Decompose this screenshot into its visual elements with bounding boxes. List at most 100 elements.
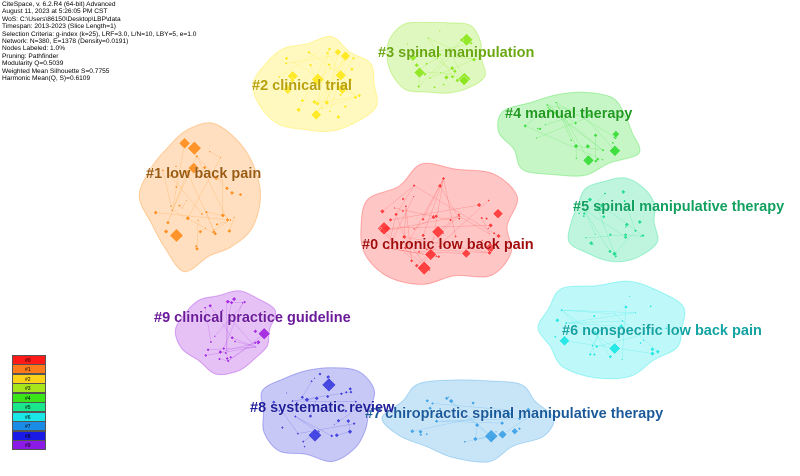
network-node[interactable] bbox=[590, 343, 595, 348]
network-node[interactable] bbox=[344, 390, 349, 395]
network-node[interactable] bbox=[285, 391, 288, 395]
network-node[interactable] bbox=[593, 132, 599, 138]
network-node[interactable] bbox=[325, 50, 330, 56]
cluster-label-1[interactable]: #1 low back pain bbox=[146, 166, 262, 183]
network-node[interactable] bbox=[499, 420, 505, 426]
network-node[interactable] bbox=[425, 247, 429, 252]
network-node[interactable] bbox=[584, 143, 591, 150]
network-node[interactable] bbox=[323, 99, 330, 106]
network-node[interactable] bbox=[412, 183, 417, 188]
network-node[interactable] bbox=[221, 346, 226, 351]
network-node[interactable] bbox=[335, 69, 347, 82]
network-node[interactable] bbox=[623, 232, 628, 238]
network-node[interactable] bbox=[424, 398, 430, 404]
network-node[interactable] bbox=[307, 428, 323, 443]
network-node[interactable] bbox=[476, 202, 482, 208]
cluster-label-2[interactable]: #2 clinical trial bbox=[252, 78, 353, 95]
network-node[interactable] bbox=[492, 231, 497, 236]
network-node[interactable] bbox=[431, 225, 445, 239]
network-node[interactable] bbox=[277, 409, 281, 413]
network-node[interactable] bbox=[224, 185, 230, 191]
network-node[interactable] bbox=[624, 221, 630, 228]
network-node[interactable] bbox=[349, 66, 355, 72]
network-node[interactable] bbox=[442, 82, 446, 87]
network-node[interactable] bbox=[472, 436, 479, 442]
network-node[interactable] bbox=[289, 77, 296, 84]
network-node[interactable] bbox=[584, 236, 588, 240]
network-node[interactable] bbox=[221, 178, 224, 182]
network-node[interactable] bbox=[306, 50, 312, 55]
cluster-label-9[interactable]: #9 clinical practice guideline bbox=[154, 310, 351, 327]
network-node[interactable] bbox=[581, 214, 586, 218]
network-node[interactable] bbox=[535, 136, 539, 140]
network-node[interactable] bbox=[170, 208, 174, 212]
network-node[interactable] bbox=[345, 418, 351, 424]
network-node[interactable] bbox=[637, 219, 643, 225]
network-node[interactable] bbox=[458, 75, 470, 86]
network-node[interactable] bbox=[314, 52, 318, 55]
network-node[interactable] bbox=[428, 76, 432, 80]
cluster-hull-9[interactable] bbox=[174, 290, 277, 376]
network-node[interactable] bbox=[439, 71, 443, 75]
network-node[interactable] bbox=[601, 148, 605, 153]
network-node[interactable] bbox=[219, 156, 223, 160]
network-node[interactable] bbox=[328, 109, 332, 114]
network-node[interactable] bbox=[545, 103, 550, 107]
network-node[interactable] bbox=[280, 409, 284, 414]
network-node[interactable] bbox=[601, 158, 605, 162]
network-node[interactable] bbox=[546, 106, 550, 110]
network-node[interactable] bbox=[607, 248, 613, 254]
network-node[interactable] bbox=[487, 198, 491, 203]
network-node[interactable] bbox=[212, 231, 218, 237]
network-node[interactable] bbox=[204, 210, 209, 215]
network-node[interactable] bbox=[522, 123, 528, 129]
network-node[interactable] bbox=[620, 319, 625, 323]
network-node[interactable] bbox=[463, 440, 467, 444]
network-node[interactable] bbox=[580, 111, 585, 116]
network-node[interactable] bbox=[618, 323, 625, 330]
network-node[interactable] bbox=[196, 218, 200, 222]
network-node[interactable] bbox=[215, 222, 220, 227]
network-node[interactable] bbox=[484, 242, 496, 254]
network-node[interactable] bbox=[377, 221, 391, 236]
network-node[interactable] bbox=[611, 250, 618, 257]
network-node[interactable] bbox=[232, 215, 236, 219]
network-node[interactable] bbox=[187, 141, 202, 156]
network-node[interactable] bbox=[601, 114, 606, 119]
network-node[interactable] bbox=[488, 232, 491, 236]
cluster-label-7[interactable]: #7 chiropractic spinal manipulative ther… bbox=[365, 406, 664, 423]
network-node[interactable] bbox=[427, 405, 433, 411]
network-node[interactable] bbox=[185, 199, 188, 202]
network-node[interactable] bbox=[433, 213, 439, 219]
network-node[interactable] bbox=[649, 346, 655, 352]
network-node[interactable] bbox=[530, 413, 534, 417]
network-node[interactable] bbox=[546, 107, 553, 113]
network-node[interactable] bbox=[336, 418, 341, 424]
network-node[interactable] bbox=[161, 168, 165, 173]
network-node[interactable] bbox=[608, 342, 621, 355]
network-node[interactable] bbox=[233, 339, 237, 344]
network-node[interactable] bbox=[492, 208, 504, 220]
network-node[interactable] bbox=[459, 37, 464, 43]
network-node[interactable] bbox=[347, 77, 354, 83]
network-node[interactable] bbox=[506, 411, 513, 417]
cluster-label-6[interactable]: #6 nonspecific low back pain bbox=[562, 323, 762, 340]
network-node[interactable] bbox=[593, 158, 598, 164]
network-node[interactable] bbox=[430, 401, 435, 406]
network-node[interactable] bbox=[469, 41, 474, 46]
network-node[interactable] bbox=[174, 185, 179, 189]
network-node[interactable] bbox=[282, 84, 293, 95]
cluster-hull-1[interactable] bbox=[138, 122, 262, 273]
network-node[interactable] bbox=[510, 427, 519, 436]
network-node[interactable] bbox=[416, 84, 421, 89]
network-node[interactable] bbox=[186, 172, 191, 177]
network-node[interactable] bbox=[301, 439, 306, 444]
network-node[interactable] bbox=[574, 156, 578, 160]
network-node[interactable] bbox=[220, 308, 225, 313]
network-node[interactable] bbox=[457, 216, 462, 221]
network-node[interactable] bbox=[314, 395, 320, 401]
network-node[interactable] bbox=[343, 104, 348, 109]
network-node[interactable] bbox=[543, 123, 547, 127]
cluster-hull-6[interactable] bbox=[537, 280, 686, 380]
network-node[interactable] bbox=[332, 423, 336, 427]
